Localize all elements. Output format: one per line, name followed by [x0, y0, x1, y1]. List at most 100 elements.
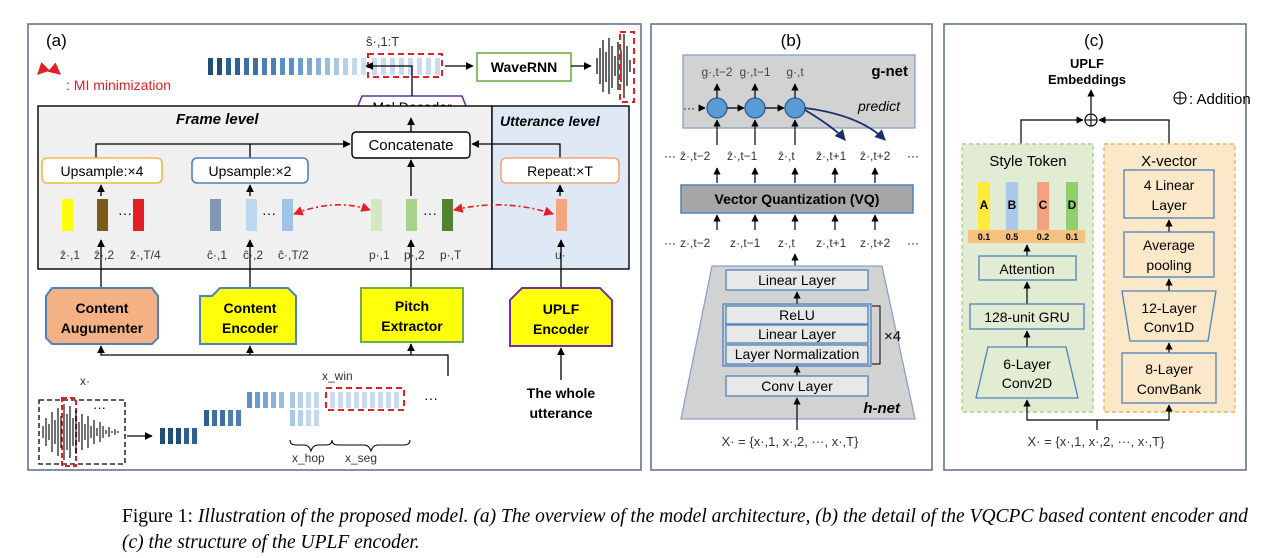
- layer-norm-label: Layer Normalization: [735, 346, 860, 362]
- upsample4-box: [41, 157, 163, 184]
- uplf-encoder-box: [509, 287, 613, 347]
- z-vector-1: [62, 199, 73, 231]
- conv1d-line2: Conv1D: [1144, 319, 1195, 335]
- content-encoder-line1: Content: [224, 300, 277, 316]
- whole-utterance-line1: The whole: [527, 385, 596, 401]
- zhat-t-2: ẑ·,t−2: [680, 149, 711, 163]
- linear-mid-box: [725, 324, 869, 344]
- g-net-label: g-net: [871, 63, 908, 80]
- zhat-ellipsis-left: ···: [664, 149, 676, 163]
- x-vector-title: X-vector: [1141, 153, 1197, 170]
- conv1d-box: [1121, 290, 1217, 342]
- g-node-1: [706, 97, 728, 119]
- z-vector-2: [97, 199, 108, 231]
- seg-label: x_seg: [345, 451, 377, 465]
- predict-label: predict: [857, 98, 901, 114]
- z-ellipsis-right: ···: [907, 236, 919, 250]
- token-weight-bar: [968, 230, 1085, 243]
- framed-input-staircase: [160, 387, 405, 444]
- relu-label: ReLU: [779, 307, 815, 323]
- vq-box: [680, 184, 914, 214]
- u-vector: [556, 199, 567, 231]
- z-ellipsis: ···: [118, 205, 132, 221]
- z-hat-t4: ẑ·,T/4: [130, 248, 161, 262]
- token-b-letter: B: [1008, 198, 1017, 212]
- zhat-t+1: ẑ·,t+1: [816, 149, 847, 163]
- input-waveform: [42, 404, 119, 460]
- token-a-letter: A: [980, 198, 989, 212]
- token-d: [1066, 182, 1078, 232]
- panel-a-label: (a): [46, 31, 67, 50]
- token-c: [1037, 182, 1049, 232]
- content-augmenter-line2: Augumenter: [61, 320, 144, 336]
- upsample4-label: Upsample:×4: [61, 163, 144, 179]
- predict-arrow-1: [804, 109, 846, 141]
- c-ellipsis: ···: [262, 205, 276, 221]
- linear-top-box: [725, 269, 869, 291]
- conv1d-line1: 12-Layer: [1141, 300, 1197, 316]
- convbank-box: [1121, 352, 1217, 404]
- c-hat-1: ĉ·,1: [207, 248, 227, 262]
- g-node-label-1: g·,t−2: [701, 65, 732, 79]
- p-vector-t: [442, 199, 453, 231]
- avg-pool-line2: pooling: [1146, 257, 1191, 273]
- panel-c: (c) UPLF Embeddings : Addition Style Tok…: [943, 23, 1251, 471]
- conv-layer-box: [725, 375, 869, 397]
- content-augmenter-box: [45, 287, 159, 345]
- content-encoder-line2: Encoder: [222, 320, 279, 336]
- z-ellipsis-left: ···: [664, 236, 676, 250]
- frame-level-label: Frame level: [176, 111, 259, 128]
- concatenate-label: Concatenate: [368, 137, 453, 154]
- gru-box: [969, 303, 1085, 330]
- panel-a: (a) : MI minimization ŝ·,1:T WaveRNN: [27, 23, 642, 471]
- addition-legend-label: : Addition: [1189, 91, 1251, 108]
- vq-label: Vector Quantization (VQ): [715, 191, 880, 207]
- repeat-label: Repeat:×T: [527, 163, 593, 179]
- panel-b: (b) g-net g·,t−2 g·,t−1 g·,t ··· predict…: [650, 23, 933, 471]
- p-ellipsis: ···: [423, 205, 437, 221]
- u-label: u·: [555, 248, 566, 262]
- g-node-label-3: g·,t: [786, 65, 804, 79]
- whole-utterance-line2: utterance: [529, 405, 592, 421]
- pitch-extractor-line2: Extractor: [381, 318, 443, 334]
- convbank-line2: ConvBank: [1137, 381, 1203, 397]
- panel-c-input: X· = {x·,1, x·,2, ···, x·,T}: [1028, 434, 1166, 449]
- conv-layer-label: Conv Layer: [761, 378, 833, 394]
- conv2d-line1: 6-Layer: [1003, 356, 1051, 372]
- hop-label: x_hop: [292, 451, 325, 465]
- g-node-label-2: g·,t−1: [739, 65, 770, 79]
- content-augmenter-line1: Content: [76, 300, 129, 316]
- token-c-weight: 0.2: [1037, 232, 1050, 242]
- z-vector-t4: [133, 199, 144, 231]
- figure-canvas: (a) : MI minimization ŝ·,1:T WaveRNN: [27, 23, 1251, 471]
- mi-arrow-pitch-uplf: [453, 203, 554, 216]
- token-a: [978, 182, 990, 232]
- utterance-level-label: Utterance level: [500, 113, 601, 129]
- z-t: z·,t: [778, 236, 795, 250]
- mi-arrow-content-pitch: [293, 202, 371, 216]
- caption-text: Illustration of the proposed model. (a) …: [122, 506, 1248, 553]
- z-t-2: z·,t−2: [680, 236, 711, 250]
- panel-b-input: X· = {x·,1, x·,2, ···, x·,T}: [722, 434, 860, 449]
- caption-label: Figure 1:: [122, 506, 198, 527]
- z-t-1: z·,t−1: [730, 236, 761, 250]
- c-vector-t2: [282, 199, 293, 231]
- h-net-label: h-net: [863, 400, 901, 417]
- zhat-t+2: ẑ·,t+2: [860, 149, 891, 163]
- gru-label: 128-unit GRU: [984, 309, 1070, 325]
- conv2d-box: [975, 346, 1079, 399]
- panel-b-label: (b): [781, 31, 802, 50]
- pitch-extractor-box: [360, 287, 464, 343]
- token-b: [1006, 182, 1018, 232]
- linear4-box: [1123, 169, 1215, 219]
- zhat-ellipsis-right: ···: [907, 149, 919, 163]
- upsample2-label: Upsample:×2: [209, 163, 292, 179]
- token-d-weight: 0.1: [1066, 232, 1079, 242]
- repeat-box: [500, 157, 620, 184]
- p-t: p·,T: [440, 248, 462, 262]
- attention-box: [978, 255, 1077, 281]
- token-d-letter: D: [1068, 198, 1077, 212]
- output-waveform: [596, 34, 631, 98]
- pitch-extractor-line1: Pitch: [395, 298, 429, 314]
- predict-arrow-2: [804, 107, 886, 141]
